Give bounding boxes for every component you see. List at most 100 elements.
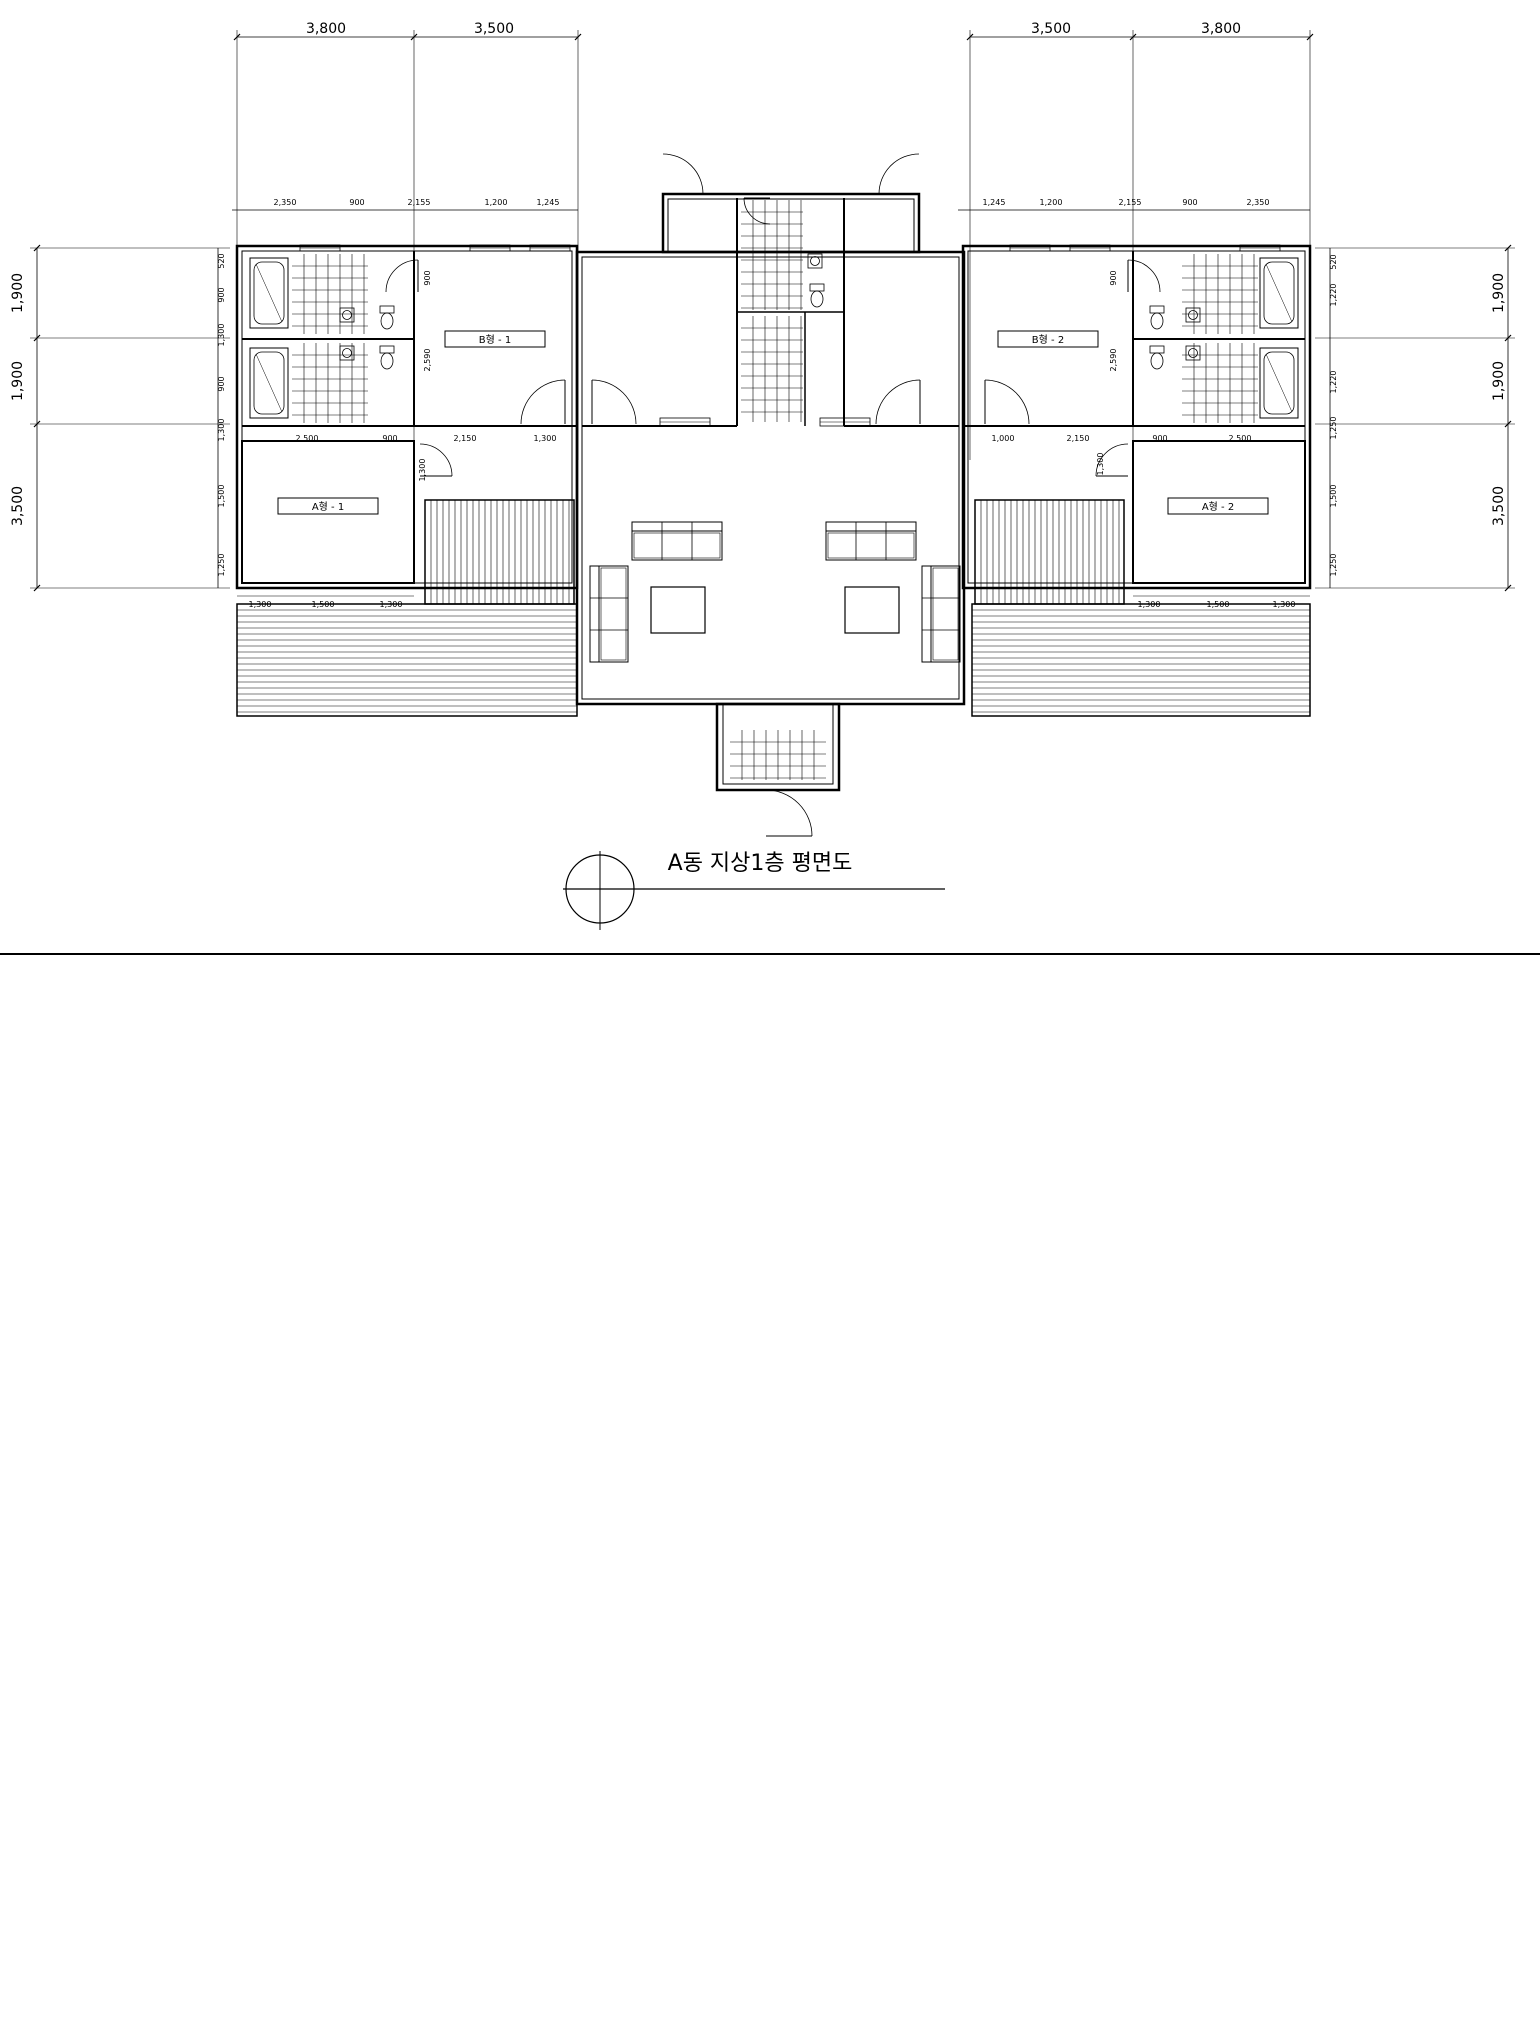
window xyxy=(819,417,871,427)
bathrooms xyxy=(249,200,1299,423)
room-label: A형 - 1 xyxy=(312,501,344,513)
dimension-label: 2,150 xyxy=(1067,434,1090,443)
vestibule-door-swing xyxy=(765,789,813,837)
coffee-table xyxy=(844,586,900,634)
dimension-label: 3,800 xyxy=(1201,21,1241,37)
sink-fixture xyxy=(339,345,355,361)
dimension-label: 1,300 xyxy=(418,459,427,482)
drawing-title: A동 지상1층 평면도 xyxy=(668,851,853,876)
floor-plan-drawing-b: 3,8003,5003,5003,8002,3509002,1551,2001,… xyxy=(0,1083,1540,2023)
room-label: A형 - 2 xyxy=(1202,501,1234,513)
dimension-label: 1,500 xyxy=(312,600,335,609)
room-tag: A형 - 2 xyxy=(1167,497,1269,515)
dimension-label: 2,155 xyxy=(1119,198,1142,207)
dimension-label: 2,350 xyxy=(1247,198,1270,207)
room-door-swing xyxy=(984,379,1030,425)
dimension-label: 1,500 xyxy=(1207,600,1230,609)
bathtub xyxy=(1259,257,1299,329)
dimension-label: 1,900 xyxy=(10,273,26,313)
dimension-label: 1,300 xyxy=(217,324,226,347)
drawing-title: A동 지상1층 평면도 xyxy=(563,851,945,930)
toilet-fixture xyxy=(379,305,395,330)
dimension-label: 1,300 xyxy=(1273,600,1296,609)
dimension-label: 900 xyxy=(217,376,226,391)
sink-fixture xyxy=(807,253,823,269)
walls xyxy=(235,192,1312,792)
toilet-fixture xyxy=(1149,305,1165,330)
dimension-label: 2,155 xyxy=(408,198,431,207)
sheet-divider-line xyxy=(0,953,1540,955)
window xyxy=(1009,244,1051,252)
dimension-label: 1,500 xyxy=(1329,485,1338,508)
room-tag: B형 - 2 xyxy=(997,330,1099,348)
room-label: B형 - 2 xyxy=(1032,334,1064,346)
room-door-swing xyxy=(419,443,453,477)
dimension-label: 1,250 xyxy=(1329,554,1338,577)
dimension-label: 3,500 xyxy=(474,21,514,37)
dimension-label: 1,200 xyxy=(1040,198,1063,207)
floor-plan-sheet-b: 3,8003,5003,5003,8002,3509002,1551,2001,… xyxy=(0,1083,1540,2023)
dimension-label: 1,300 xyxy=(380,600,403,609)
dimension-label: 1,220 xyxy=(1329,284,1338,307)
dimension-label: 520 xyxy=(1329,254,1338,269)
room-label: B형 - 1 xyxy=(479,334,511,346)
dimension-label: 2,590 xyxy=(423,349,432,372)
room-door-swing xyxy=(875,379,921,425)
dimension-label: 1,245 xyxy=(537,198,560,207)
dimension-label: 1,300 xyxy=(249,600,272,609)
dimension-label: 1,500 xyxy=(217,485,226,508)
entry-door-swing xyxy=(662,153,704,195)
dimension-label: 1,900 xyxy=(10,361,26,401)
entry-door-swing xyxy=(878,153,920,195)
dimension-label: 900 xyxy=(382,434,397,443)
dimension-label: 900 xyxy=(217,287,226,302)
dimension-label: 900 xyxy=(423,270,432,285)
window xyxy=(529,244,571,252)
dimension-label: 520 xyxy=(217,253,226,268)
dimension-label: 900 xyxy=(349,198,364,207)
sink-fixture xyxy=(1185,345,1201,361)
bathtub xyxy=(249,257,289,329)
dimension-label: 1,220 xyxy=(1329,371,1338,394)
bath-door-swing xyxy=(1127,259,1161,293)
dimension-label: 1,900 xyxy=(1491,273,1507,313)
window xyxy=(659,417,711,427)
toilet-fixture xyxy=(809,283,825,308)
dimension-label: 1,250 xyxy=(1329,417,1338,440)
room-tag: A형 - 1 xyxy=(277,497,379,515)
sink-fixture xyxy=(1185,307,1201,323)
dimension-label: 1,000 xyxy=(992,434,1015,443)
floor-plan-sheet-a: 3,800 3,500 3,500 3,800 2,350 900 2,155 1,200 1,… xyxy=(0,0,1540,953)
decks xyxy=(236,499,1311,780)
dimension-label: 3,800 xyxy=(306,21,346,37)
furniture xyxy=(589,521,961,663)
sofa xyxy=(589,565,629,663)
window xyxy=(469,244,511,252)
dimension-label: 1,245 xyxy=(983,198,1006,207)
floor-plan-drawing-a: 3,800 3,500 3,500 3,800 2,350 900 2,155 1,200 1,… xyxy=(10,21,1515,930)
plan-group: 3,800 3,500 3,500 3,800 2,350 900 2,155 1,200 1,… xyxy=(10,21,1515,930)
dimension-label: 2,350 xyxy=(274,198,297,207)
room-tag: B형 - 1 xyxy=(444,330,546,348)
dimension-label: 1,200 xyxy=(485,198,508,207)
window xyxy=(1239,244,1281,252)
toilet-fixture xyxy=(379,345,395,370)
dimension-label: 3,500 xyxy=(1031,21,1071,37)
dimension-label: 1,900 xyxy=(1491,361,1507,401)
doors xyxy=(299,153,1281,837)
window xyxy=(1069,244,1111,252)
sofa xyxy=(921,565,961,663)
bathtub xyxy=(1259,347,1299,419)
room-door-swing xyxy=(520,379,566,425)
dimension-label: 2,590 xyxy=(1109,349,1118,372)
dimension-label: 2,500 xyxy=(1229,434,1252,443)
dimension-label: 2,150 xyxy=(454,434,477,443)
room-labels: B형 - 1 B형 - 2 A형 - 1 A형 - 2 xyxy=(277,330,1269,515)
window xyxy=(299,244,341,252)
sofa xyxy=(631,521,723,561)
wc-door-swing xyxy=(743,197,771,225)
dimension-label: 900 xyxy=(1152,434,1167,443)
sofa xyxy=(825,521,917,561)
room-door-swing xyxy=(591,379,637,425)
